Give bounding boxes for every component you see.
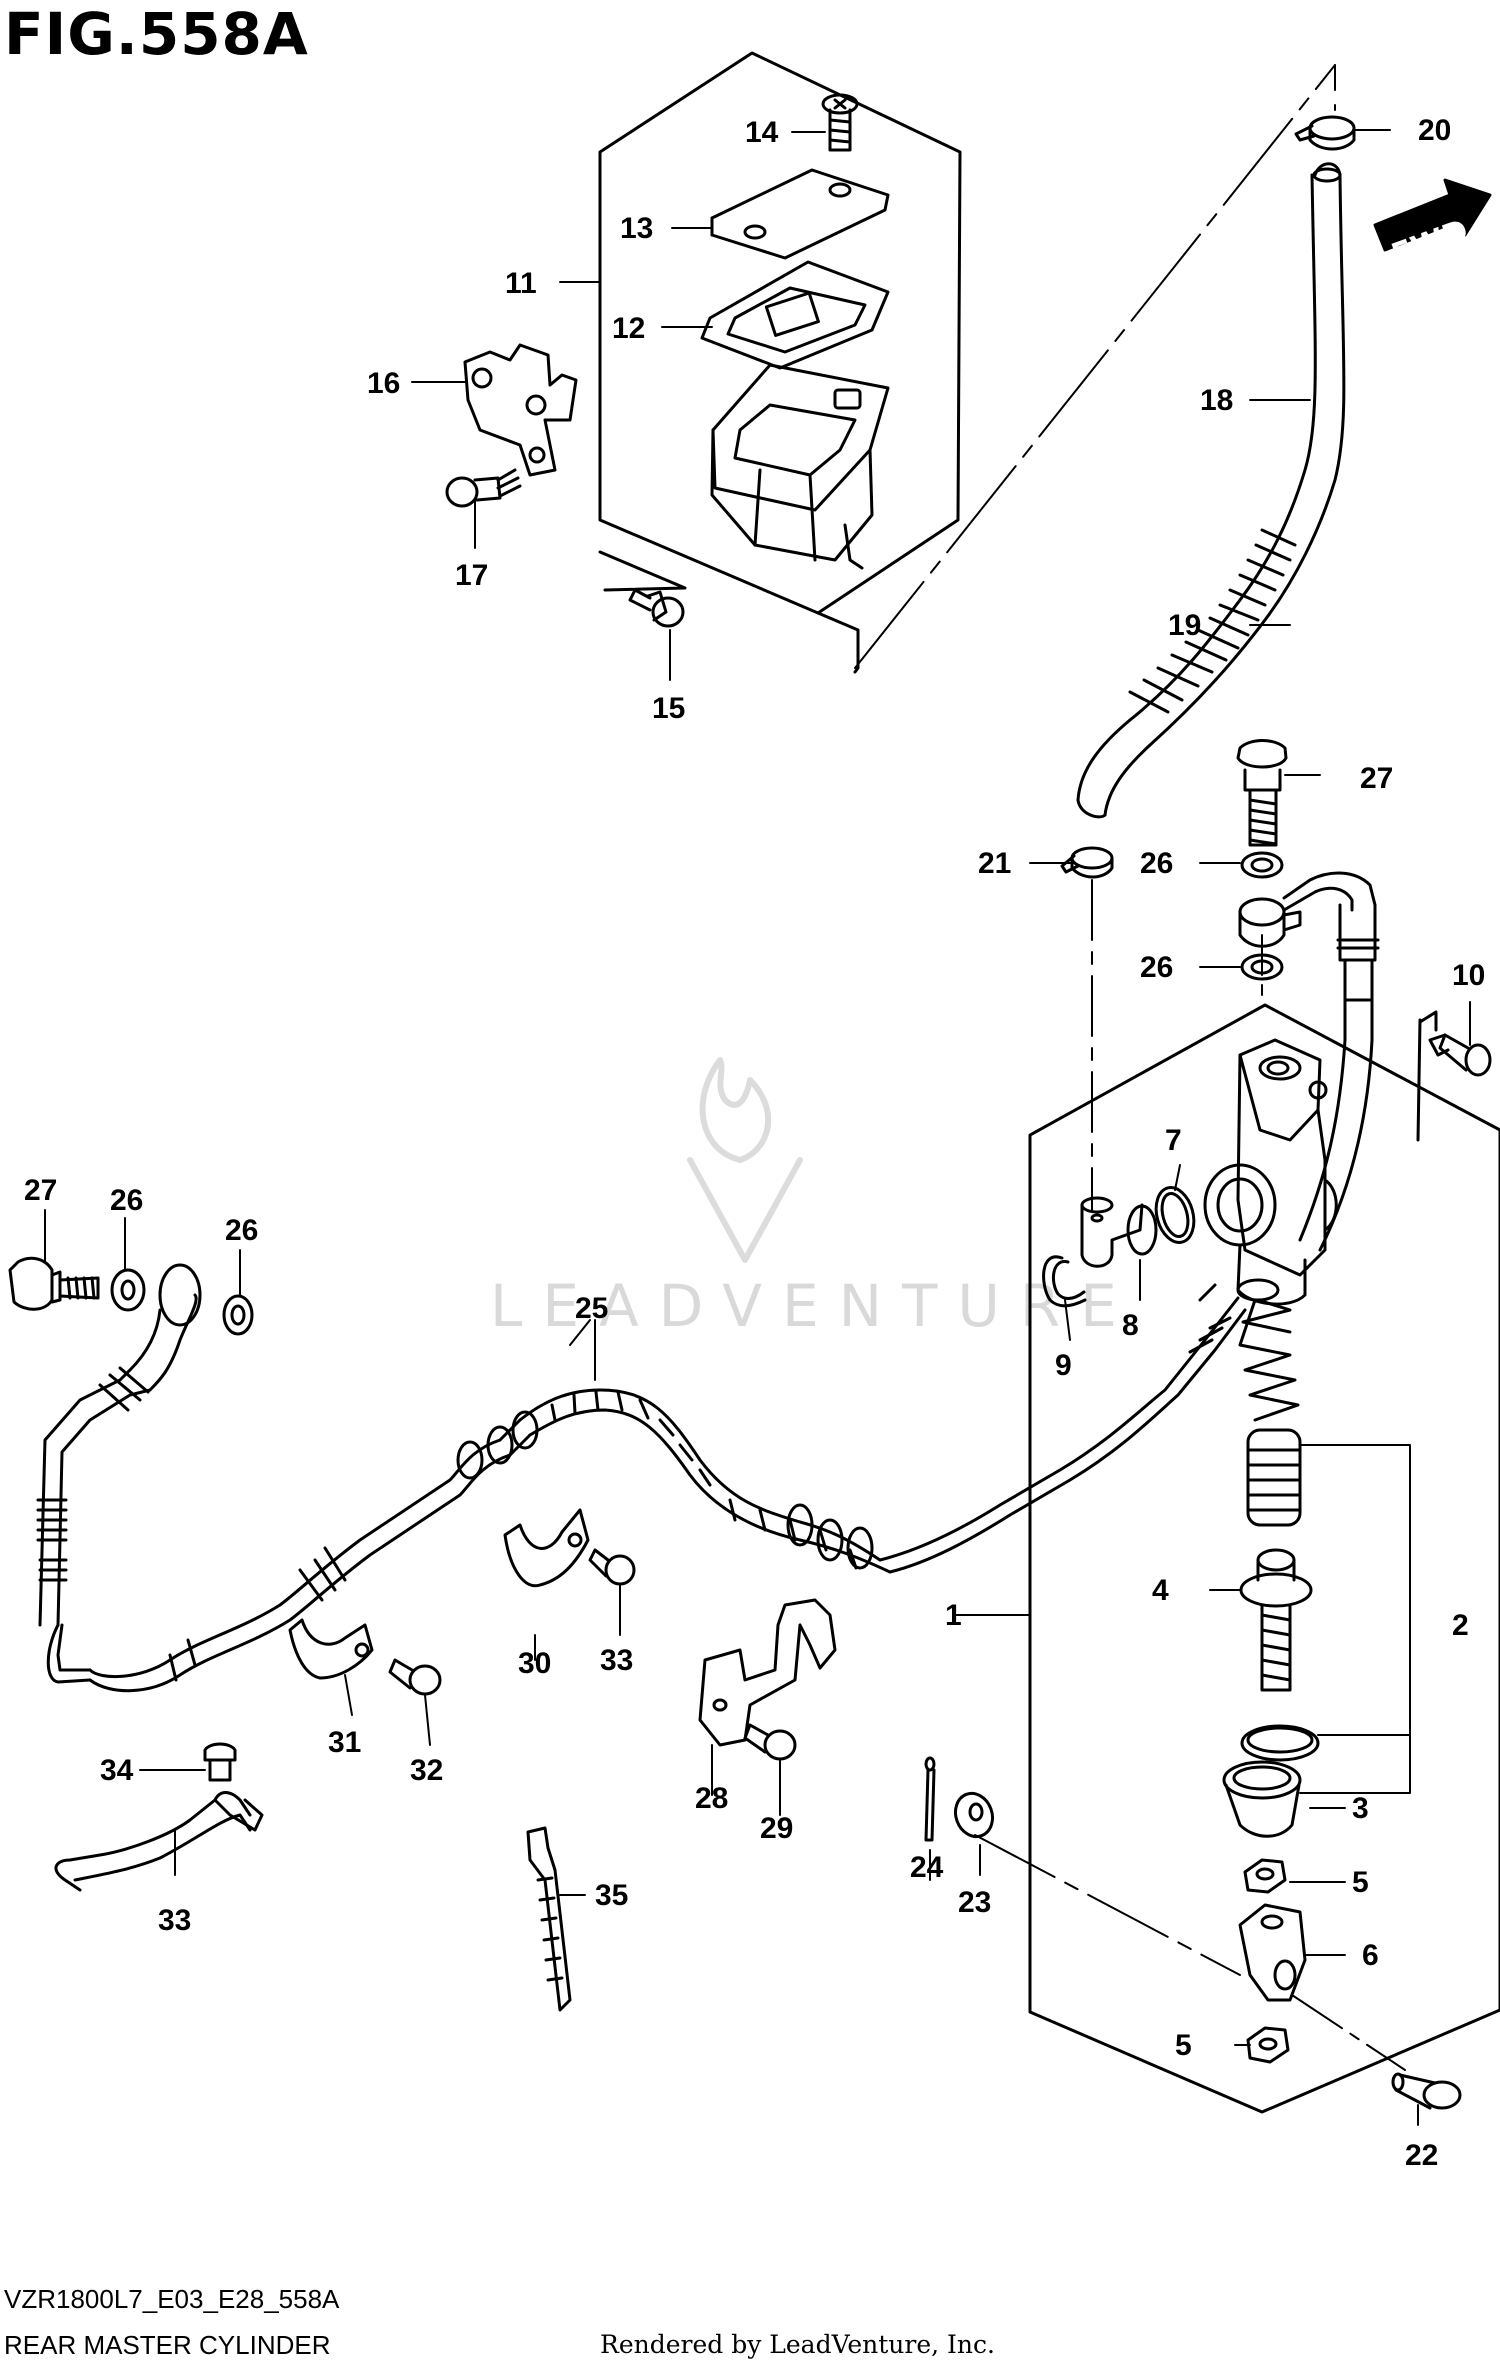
reservoir-bolt [628,588,685,628]
callout-33-lower: 33 [158,1904,191,1937]
washer-upper-1 [1240,851,1284,879]
washer-lower-1 [110,1268,146,1312]
cotter-pin [924,1756,936,1842]
master-cylinder-box [1028,1003,1500,2114]
banjo-bolt-upper [1236,739,1288,847]
hose-connector [1080,1196,1158,1268]
callout-19: 19 [1168,609,1201,642]
callout-26-lower-1: 26 [110,1184,143,1217]
reservoir [710,363,890,570]
callout-3: 3 [1352,1792,1369,1825]
figure-title: FIG.558A [4,0,309,68]
reservoir-hose [1076,162,1346,819]
nut-lower [1246,2026,1290,2064]
callout-11: 11 [505,267,537,300]
reservoir-bracket [463,343,578,477]
reservoir-box [598,51,962,674]
clevis [1238,1903,1307,2002]
callout-25: 25 [575,1292,608,1325]
callout-18: 18 [1200,384,1233,417]
callout-31: 31 [328,1726,361,1759]
rendered-by: Rendered by LeadVenture, Inc. [600,2330,995,2359]
callout-29: 29 [760,1812,793,1845]
circlip-lower [1240,1724,1320,1762]
callout-33-upper: 33 [600,1644,633,1677]
callout-2: 2 [1452,1609,1469,1642]
callout-4: 4 [1152,1574,1169,1607]
callout-leaders [44,129,1471,2126]
callout-10: 10 [1452,959,1485,992]
boot [1222,1760,1302,1838]
bolt-29 [743,1723,797,1761]
diaphragm [700,260,890,370]
o-ring [1154,1186,1196,1244]
callout-28: 28 [695,1782,728,1815]
callout-34: 34 [100,1754,134,1787]
hose-clamp-31 [288,1618,374,1680]
callout-5-lower: 5 [1175,2029,1192,2062]
piston-spring [1238,1298,1300,1422]
bolt-32 [388,1658,442,1696]
callout-23: 23 [958,1886,991,1919]
callout-14: 14 [745,116,779,149]
callout-15: 15 [652,692,685,725]
callout-22: 22 [1405,2139,1438,2172]
nut-upper [1243,1858,1287,1894]
washer-lower-2 [222,1294,254,1336]
reservoir-cap [710,168,890,260]
callout-27-lower: 27 [24,1174,57,1207]
hose-clamp-lower [1060,846,1114,879]
leader-lines [854,64,1406,2071]
callout-8: 8 [1122,1309,1139,1342]
cable-tie [526,1826,572,2012]
callout-1: 1 [945,1599,962,1632]
bracket-28 [698,1598,837,1747]
hose-clamp-upper [1294,115,1356,151]
push-rod [1239,1548,1313,1692]
callout-21: 21 [978,847,1011,880]
banjo-bolt-lower [8,1256,100,1311]
callouts: 14 13 12 11 16 17 15 18 19 20 21 27 26 2… [24,114,1485,2172]
watermark-logo [687,1057,803,1263]
clevis-pin [1391,2072,1462,2110]
brake-hose [36,1263,1247,1693]
hose-clamp-30 [503,1508,590,1588]
callout-13: 13 [620,212,653,245]
circlip-upper [1042,1255,1087,1308]
callout-17: 17 [455,559,488,592]
piston-cup [1246,1428,1302,1527]
washer-23 [953,1791,995,1839]
callout-6: 6 [1362,1939,1379,1972]
callout-5-upper: 5 [1352,1866,1369,1899]
wire-guide [54,1791,264,1892]
callout-26-lower-2: 26 [225,1214,258,1247]
callout-26-upper-2: 26 [1140,951,1173,984]
callout-16: 16 [367,367,400,400]
diagram-caption: REAR MASTER CYLINDER [4,2330,331,2360]
bracket-bolt [445,468,522,508]
callout-35: 35 [595,1879,628,1912]
master-cylinder-body [1198,1038,1338,1306]
callout-12: 12 [612,312,645,345]
group-bracket-2 [1299,1444,1411,1794]
callout-30: 30 [518,1647,551,1680]
brake-pipe-upper [1238,871,1380,1252]
callout-26-upper-1: 26 [1140,847,1173,880]
bolt-33-upper [588,1548,636,1586]
callout-32: 32 [410,1754,443,1787]
callout-24: 24 [910,1851,944,1884]
callout-20: 20 [1418,114,1451,147]
model-code: VZR1800L7_E03_E28_558A [4,2284,340,2314]
callout-7: 7 [1165,1124,1182,1157]
fwd-arrow [1373,178,1492,252]
cylinder-bolt [1428,1033,1492,1077]
callout-27-upper: 27 [1360,762,1393,795]
bolt-34 [203,1742,237,1782]
washer-upper-2 [1240,953,1284,981]
cap-screw [821,93,859,152]
callout-9: 9 [1055,1349,1072,1382]
